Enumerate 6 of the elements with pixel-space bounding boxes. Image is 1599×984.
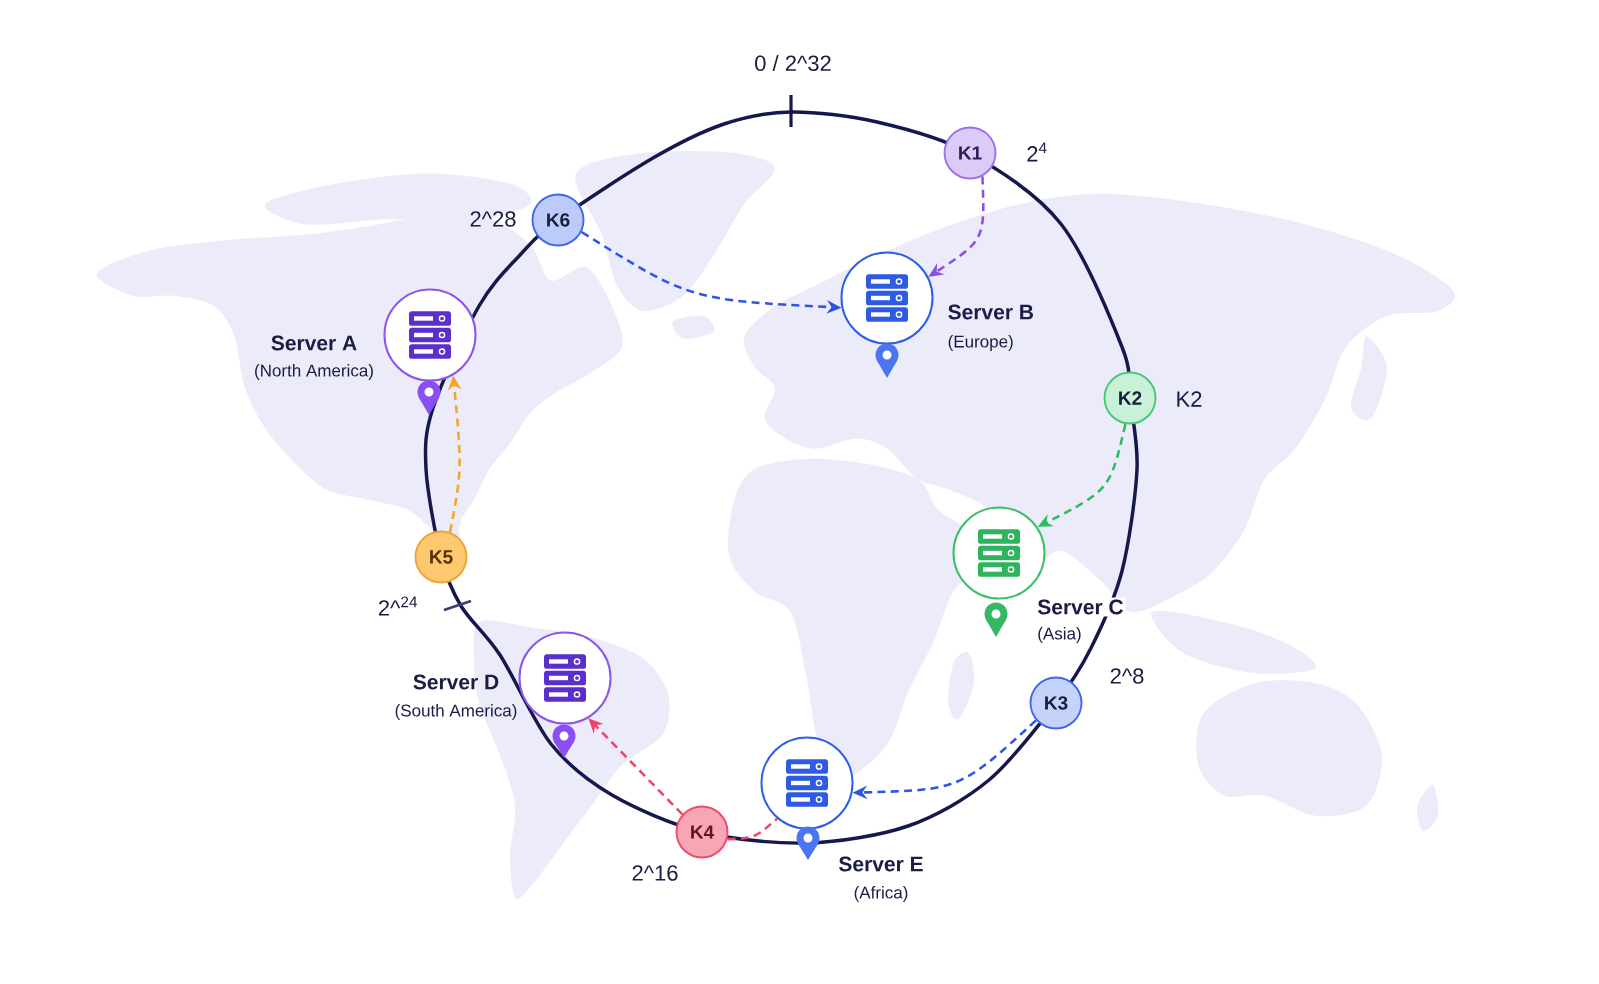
server-name: Server A bbox=[271, 335, 357, 351]
region-label: (Africa) bbox=[854, 886, 908, 902]
ring-label: 0 / 2^32 bbox=[755, 54, 831, 72]
region-label: (North America) bbox=[255, 364, 373, 380]
server-name: Server E bbox=[839, 856, 923, 872]
ring-label: K2 bbox=[1177, 391, 1202, 407]
